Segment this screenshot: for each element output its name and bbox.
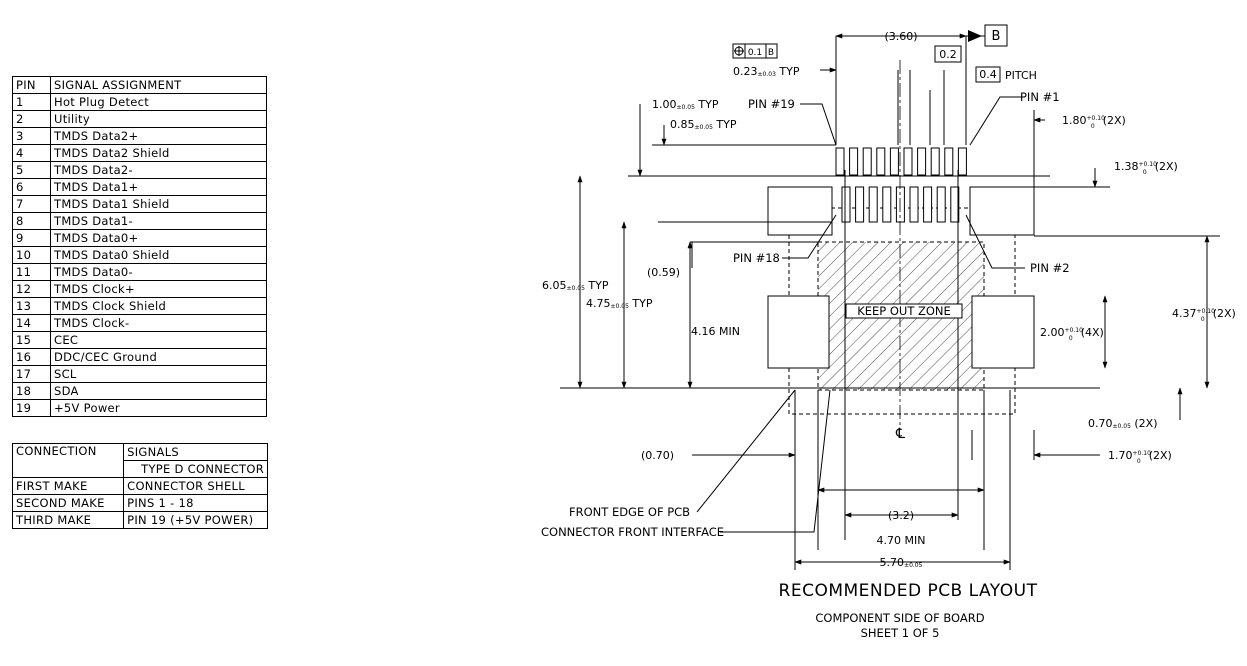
- pin-pad: [841, 186, 851, 223]
- label-front-edge: FRONT EDGE OF PCB: [569, 505, 690, 519]
- drawing-title: RECOMMENDED PCB LAYOUT: [779, 581, 1038, 601]
- dim-070-slot: 0.70±0.05 (2X): [1088, 417, 1158, 430]
- dim-pitch-value: 0.4: [979, 68, 997, 81]
- label-pin-2: PIN #2: [1030, 261, 1070, 275]
- gdt-datum: B: [768, 48, 774, 58]
- pin-pad: [855, 186, 865, 223]
- dim-pitch-label: PITCH: [1005, 69, 1037, 82]
- dim-070-front: (0.70): [641, 449, 674, 462]
- pin-pad: [862, 147, 872, 176]
- signal-name: TMDS Data1 Shield: [50, 195, 267, 213]
- dim-416: 4.16 MIN: [691, 325, 740, 338]
- signal-name: TMDS Clock Shield: [50, 297, 267, 315]
- signal-name: TMDS Clock+: [50, 280, 267, 298]
- dim-3-60: (3.60): [884, 30, 917, 43]
- pin-pad: [849, 147, 859, 176]
- pin-pad: [895, 186, 905, 223]
- gdt-tolerance: 0.1: [748, 48, 762, 58]
- dim-gap-02: 0.2: [939, 48, 957, 61]
- signal-name: TMDS Data2-: [50, 161, 267, 179]
- dim-085: 0.85±0.05 TYP: [670, 118, 737, 131]
- label-front-interface: CONNECTOR FRONT INTERFACE: [541, 525, 724, 539]
- label-pin-19: PIN #19: [748, 97, 795, 111]
- pin-pad: [909, 186, 919, 223]
- pin-pad: [944, 147, 954, 176]
- pin-pad: [950, 186, 960, 223]
- keep-out-zone-label: KEEP OUT ZONE: [857, 304, 951, 318]
- pin-number: 15: [12, 331, 51, 349]
- signal-name: TMDS Data0+: [50, 229, 267, 247]
- connection-stage: THIRD MAKE: [11, 511, 125, 529]
- conn-header-signals: SIGNALS: [123, 443, 268, 461]
- pin-pad: [923, 186, 933, 223]
- dim-023: 0.23±0.03 TYP: [733, 65, 800, 78]
- pin-number: 11: [12, 263, 51, 281]
- drawing-sheet: SHEET 1 OF 5: [861, 626, 940, 640]
- signal-name: TMDS Data2 Shield: [50, 144, 267, 162]
- pin-pad: [835, 147, 845, 176]
- signal-name: +5V Power: [50, 399, 267, 417]
- pin-pad: [930, 147, 940, 176]
- signal-name: DDC/CEC Ground: [50, 348, 267, 366]
- dim-100: 1.00±0.05 TYP: [652, 98, 719, 111]
- pin-pad: [903, 147, 913, 176]
- drawing-subtitle: COMPONENT SIDE OF BOARD: [815, 611, 984, 625]
- pin-number: 13: [12, 297, 51, 315]
- pin-pad: [882, 186, 892, 223]
- datum-b-label: B: [992, 29, 1001, 44]
- pin-pad: [957, 147, 967, 176]
- dim-475: 4.75±0.05 TYP: [586, 297, 653, 310]
- dim-570: 5.70±0.05: [880, 556, 923, 569]
- pin-pad: [876, 147, 886, 176]
- pin-pad: [868, 186, 878, 223]
- dim-059: (0.59): [647, 266, 680, 279]
- table-row: 19+5V Power: [12, 399, 267, 417]
- signal-name: TMDS Data1-: [50, 212, 267, 230]
- dim-470: 4.70 MIN: [877, 534, 926, 547]
- connection-signals: PIN 19 (+5V POWER): [123, 511, 268, 529]
- label-pin-1: PIN #1: [1020, 90, 1060, 104]
- dim-605: 6.05±0.05 TYP: [542, 279, 609, 292]
- pin-pad: [889, 147, 899, 176]
- connection-stage: SECOND MAKE: [11, 494, 125, 512]
- label-pin-18: PIN #18: [733, 251, 780, 265]
- pin-number: 19: [12, 399, 51, 417]
- connection-table: CONNECTION SIGNALS TYPE D CONNECTOR FIRS…: [11, 443, 268, 529]
- pin-pad: [936, 186, 946, 223]
- dim-32: (3.2): [888, 509, 914, 522]
- pin-pad: [917, 147, 927, 176]
- centerline-symbol: ℄: [895, 426, 905, 442]
